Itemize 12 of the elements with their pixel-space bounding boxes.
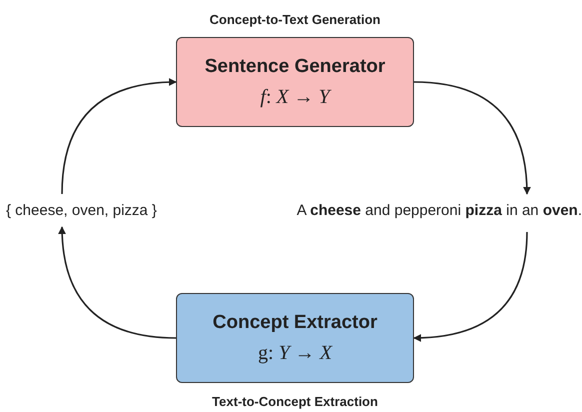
sentence: A cheese and pepperoni pizza in an oven. — [296, 202, 582, 221]
formula: g: Y → X — [258, 342, 332, 364]
stage-caption: Concept-to-Text Generation — [210, 12, 380, 27]
formula: f: X → Y — [260, 86, 330, 108]
box-title: Sentence Generator — [204, 56, 386, 78]
concept-set: { cheese, oven, pizza } — [6, 202, 158, 219]
curved-arrow — [413, 232, 528, 342]
box-title: Concept Extractor — [212, 312, 378, 334]
curved-arrow — [58, 226, 176, 339]
stage-caption: Text-to-Concept Extraction — [212, 394, 378, 409]
curved-arrow — [61, 78, 177, 194]
curved-arrow — [414, 81, 531, 195]
